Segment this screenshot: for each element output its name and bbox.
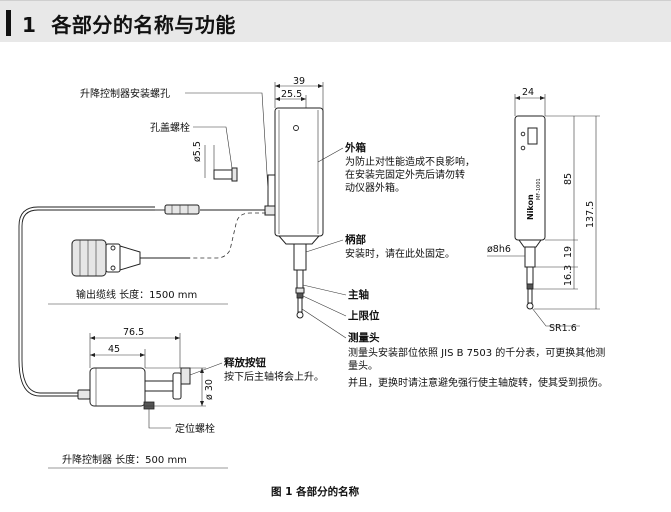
label-mount-hole: 升降控制器安装螺孔 (80, 87, 170, 100)
lift-controller: 76.5 45 ø 30 (77, 327, 215, 429)
probe-desc-3: 并且，更换时请注意避免强行使主轴旋转，使其受到损伤。 (348, 376, 608, 389)
section-title-text: 各部分的名称与功能 (51, 13, 236, 37)
label-lock-bolt: 定位螺栓 (175, 422, 215, 435)
cover-bolt-detail: ø5.5 (192, 141, 238, 182)
dim-sr1-6: SR1.6 (549, 323, 577, 334)
dim-39: 39 (293, 76, 305, 87)
output-connector (71, 239, 190, 277)
controller-body (89, 367, 146, 407)
label-release-button: 释放按钮 (224, 356, 266, 369)
dim-d8h6: ø8h6 (487, 244, 511, 255)
figure-caption: 图 1 各部分的名称 (271, 485, 360, 498)
release-desc: 按下后主轴将会上升。 (224, 370, 324, 383)
header-accent-bar (6, 10, 11, 36)
dim-d5-5: ø5.5 (192, 141, 203, 162)
dim-19: 19 (563, 246, 574, 258)
dim-25-5: 25.5 (281, 89, 302, 100)
outer-case-desc-1: 为防止对性能造成不良影响， (345, 155, 475, 168)
dim-16-3: 16.3 (563, 265, 574, 286)
label-outer-case: 外箱 (344, 141, 366, 154)
section-number: 1 (22, 13, 37, 37)
device-model: MF-1001 (536, 178, 542, 200)
outer-case-desc-2: 在安装完固定外壳后请勿转 (345, 168, 465, 181)
label-cover-bolt: 孔盖螺栓 (150, 121, 190, 134)
dim-76-5: 76.5 (123, 327, 144, 338)
outer-case-desc-3: 动仪器外箱。 (345, 181, 405, 194)
section-title: 1 各部分的名称与功能 (22, 9, 236, 38)
outer-case-body (274, 107, 324, 237)
section-header: 1 各部分的名称与功能 (0, 0, 671, 42)
cover-bolt-hole (293, 125, 299, 131)
dim-85: 85 (563, 173, 574, 185)
probe (297, 297, 303, 313)
probe-desc-1: 测量头安装部位依照 JIS B 7503 的千分表，可更换其他测 (348, 346, 605, 359)
label-output-cable: 输出缆线 长度：1500 mm (76, 288, 197, 301)
gauge-front-view: 39 25.5 (264, 76, 324, 319)
stem (293, 243, 307, 271)
label-probe: 测量头 (348, 331, 380, 344)
device-brand: Nikon (526, 194, 535, 220)
gauge-side-view: 24 Nikon MF-1001 85 137.5 19 16.3 ø8h6 S… (487, 87, 600, 334)
label-spindle: 主轴 (348, 288, 369, 301)
dim-d30: ø 30 (204, 379, 215, 400)
dim-24: 24 (522, 87, 534, 98)
probe-desc-2: 量头。 (348, 360, 378, 372)
label-lift-controller: 升降控制器 长度：500 mm (62, 453, 187, 466)
label-upper-limit: 上限位 (348, 309, 380, 322)
output-cable (18, 204, 265, 397)
dim-45: 45 (108, 344, 120, 355)
stem-desc: 安装时，请在此处固定。 (345, 247, 455, 260)
label-stem: 柄部 (345, 233, 366, 246)
dim-137-5: 137.5 (585, 201, 596, 228)
